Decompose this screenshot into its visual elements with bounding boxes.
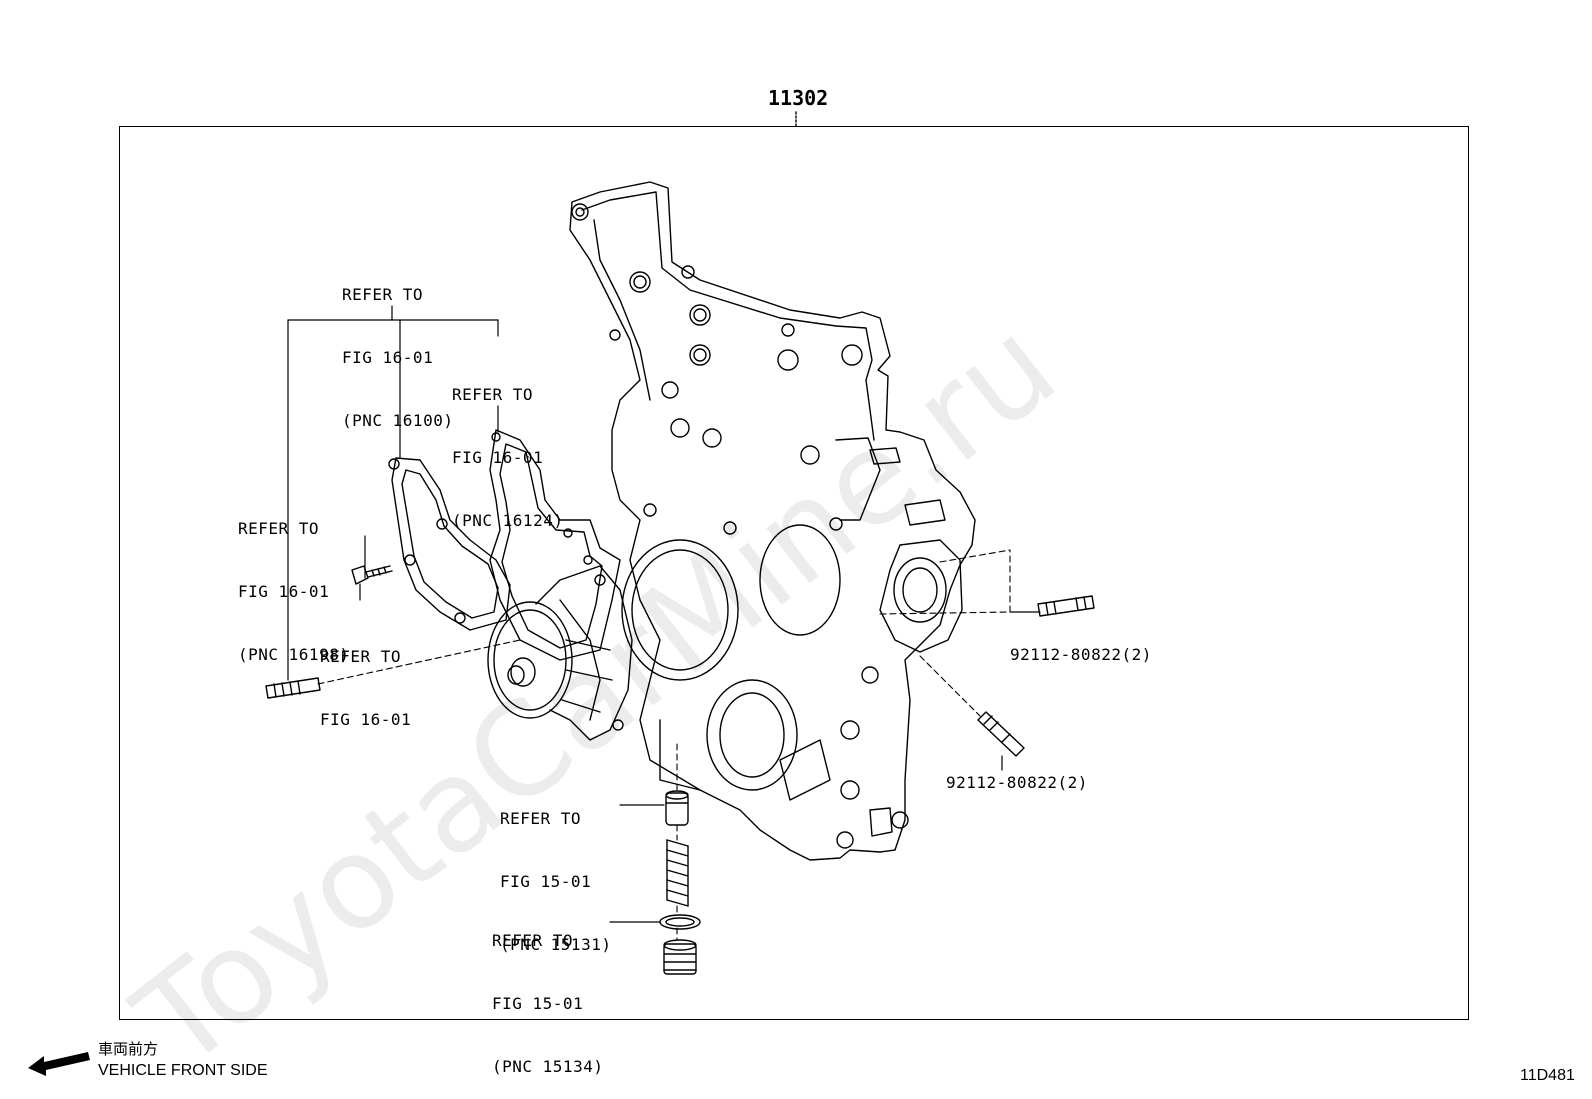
callout-bolt[interactable]: REFER TO FIG 16-01 bbox=[320, 604, 411, 751]
bolt bbox=[351, 565, 393, 585]
callout-pnc-16124[interactable]: REFER TO FIG 16-01 (PNC 16124) bbox=[452, 342, 563, 552]
callout-line: (PNC 16198) bbox=[238, 645, 350, 664]
callout-pnc-15131[interactable]: REFER TO FIG 15-01 (PNC 15131) bbox=[500, 766, 611, 976]
main-part-number[interactable]: 11302 bbox=[768, 86, 829, 110]
callout-line: (PNC 16124) bbox=[452, 511, 564, 530]
right-stud-lower bbox=[977, 711, 1025, 757]
callout-stud-upper[interactable]: 92112-80822(2) bbox=[1010, 645, 1152, 664]
water-pump bbox=[487, 565, 633, 741]
timing-cover bbox=[569, 181, 976, 861]
callout-line: (PNC 15134) bbox=[492, 1057, 604, 1076]
front-label-en: VEHICLE FRONT SIDE bbox=[98, 1062, 268, 1079]
callout-line: REFER TO bbox=[320, 647, 402, 666]
callout-line: (PNC 16100) bbox=[342, 411, 454, 430]
callout-line: FIG 16-01 bbox=[452, 448, 544, 467]
callout-line: REFER TO bbox=[452, 385, 534, 404]
front-label-jp: 車両前方 bbox=[98, 1040, 159, 1058]
callout-pnc-15134[interactable]: REFER TO FIG 15-01 (PNC 15134) bbox=[492, 888, 603, 1098]
callout-line: FIG 16-01 bbox=[320, 710, 412, 729]
right-stud-upper bbox=[1037, 595, 1095, 617]
callout-line: (PNC 15131) bbox=[500, 935, 612, 954]
relief-valve-plunger bbox=[665, 790, 689, 826]
relief-valve-spring bbox=[666, 839, 689, 907]
callout-stud-lower[interactable]: 92112-80822(2) bbox=[946, 773, 1088, 792]
callout-line: REFER TO bbox=[238, 519, 320, 538]
callout-line: REFER TO bbox=[342, 285, 424, 304]
vehicle-front-arrow-icon bbox=[28, 1052, 90, 1076]
relief-valve-plug bbox=[663, 939, 697, 975]
callout-line: FIG 15-01 bbox=[500, 872, 592, 891]
gasket-ring bbox=[659, 914, 701, 930]
pump-cover-gasket bbox=[388, 457, 511, 631]
callout-pnc-16100[interactable]: REFER TO FIG 16-01 (PNC 16100) bbox=[342, 242, 453, 452]
callout-line: FIG 15-01 bbox=[492, 994, 584, 1013]
callout-line: FIG 16-01 bbox=[238, 582, 330, 601]
assembly-frame bbox=[119, 126, 1469, 1020]
callout-line: REFER TO bbox=[492, 931, 574, 950]
left-stud bbox=[265, 677, 321, 699]
callout-pnc-16198[interactable]: REFER TO FIG 16-01 (PNC 16198) bbox=[238, 476, 349, 686]
figure-code: 11D481 bbox=[1520, 1067, 1575, 1084]
callout-line: REFER TO bbox=[500, 809, 582, 828]
water-pump-gasket bbox=[489, 429, 621, 661]
callout-line: FIG 16-01 bbox=[342, 348, 434, 367]
